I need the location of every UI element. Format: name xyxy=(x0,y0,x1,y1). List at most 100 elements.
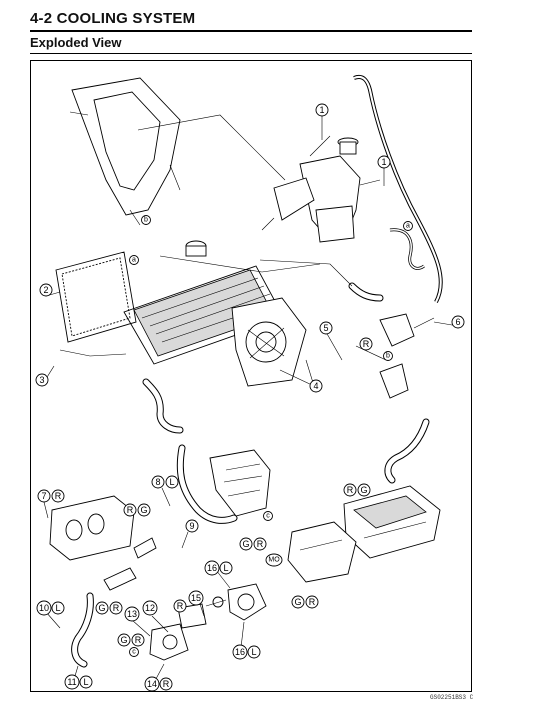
marker-MO: MO xyxy=(265,553,283,567)
marker-G-1: G xyxy=(137,503,151,517)
svg-text:1: 1 xyxy=(381,157,386,167)
svg-text:L: L xyxy=(55,603,60,613)
svg-text:1: 1 xyxy=(319,105,324,115)
marker-c2: c xyxy=(129,647,139,657)
svg-text:G: G xyxy=(120,635,127,645)
svg-text:L: L xyxy=(223,563,228,573)
svg-text:16: 16 xyxy=(235,647,245,657)
callout-11: 11 xyxy=(64,674,80,690)
callout-15: 15 xyxy=(188,590,204,606)
svg-text:G: G xyxy=(294,597,301,607)
callout-3: 3 xyxy=(35,373,49,387)
lower-radiator-hose xyxy=(142,378,184,434)
svg-text:G: G xyxy=(140,505,147,515)
svg-text:b: b xyxy=(386,353,390,360)
marker-a2: a xyxy=(403,221,413,231)
marker-L-4: L xyxy=(79,675,93,689)
svg-text:12: 12 xyxy=(145,603,155,613)
callout-12: 12 xyxy=(142,600,158,616)
marker-L-1: L xyxy=(165,475,179,489)
svg-text:R: R xyxy=(177,601,184,611)
svg-text:13: 13 xyxy=(127,609,137,619)
svg-text:R: R xyxy=(55,491,62,501)
svg-text:9: 9 xyxy=(189,521,194,531)
coolant-pipe-part xyxy=(103,537,157,591)
water-pump-part xyxy=(149,583,267,661)
svg-text:11: 11 xyxy=(67,677,76,687)
marker-R-8: R xyxy=(131,633,145,647)
marker-a1: a xyxy=(129,255,139,265)
crankcase-part xyxy=(287,521,357,583)
exploded-view-diagram: 1 1 2 3 4 5 6 7 8 9 10 11 12 13 14 15 16… xyxy=(35,75,465,692)
marker-R-7: R xyxy=(109,601,123,615)
callout-16b: 16 xyxy=(232,644,248,660)
marker-G-5: G xyxy=(95,601,109,615)
marker-b2: b xyxy=(383,351,393,361)
callout-16a: 16 xyxy=(204,560,220,576)
figure-code: GS02251BS3 C xyxy=(430,694,474,701)
marker-b1: b xyxy=(141,215,151,225)
svg-text:R: R xyxy=(257,539,264,549)
callout-10: 10 xyxy=(36,600,52,616)
svg-text:MO: MO xyxy=(268,557,280,564)
marker-c1: c xyxy=(263,511,273,521)
marker-G-6: G xyxy=(117,633,131,647)
marker-R-1: R xyxy=(51,489,65,503)
svg-text:R: R xyxy=(135,635,142,645)
callout-7: 7 xyxy=(37,489,51,503)
marker-L-3: L xyxy=(51,601,65,615)
callout-8: 8 xyxy=(151,475,165,489)
svg-text:R: R xyxy=(363,339,370,349)
svg-text:L: L xyxy=(251,647,256,657)
figure-frame xyxy=(30,60,472,692)
marker-R-4: R xyxy=(343,483,357,497)
svg-text:c: c xyxy=(132,649,136,656)
svg-text:R: R xyxy=(309,597,316,607)
right-hose xyxy=(384,418,430,484)
svg-text:G: G xyxy=(360,485,367,495)
marker-G-4: G xyxy=(291,595,305,609)
svg-text:c: c xyxy=(266,513,270,520)
marker-R-5: R xyxy=(253,537,267,551)
callout-14: 14 xyxy=(144,676,160,692)
svg-text:a: a xyxy=(406,223,410,230)
svg-text:2: 2 xyxy=(43,285,48,295)
svg-text:L: L xyxy=(169,477,174,487)
section-title: Exploded View xyxy=(30,35,122,50)
callout-13: 13 xyxy=(124,606,140,622)
svg-text:L: L xyxy=(83,677,88,687)
section-rule xyxy=(30,53,472,54)
callout-1a: 1 xyxy=(315,103,329,117)
svg-text:R: R xyxy=(127,505,134,515)
svg-text:G: G xyxy=(242,539,249,549)
svg-text:3: 3 xyxy=(39,375,44,385)
engine-side-cover-part xyxy=(209,449,271,517)
svg-text:8: 8 xyxy=(155,477,160,487)
callout-1b: 1 xyxy=(377,155,391,169)
marker-R-6: R xyxy=(305,595,319,609)
svg-text:R: R xyxy=(347,485,354,495)
cylinder-block-part xyxy=(49,495,135,561)
svg-text:R: R xyxy=(163,679,170,689)
callout-2: 2 xyxy=(39,283,53,297)
reservoir-tank-part xyxy=(261,135,381,243)
thermostat-housing-part xyxy=(355,313,435,399)
marker-R-3: R xyxy=(123,503,137,517)
fan-part xyxy=(231,297,307,387)
marker-L-5: L xyxy=(247,645,261,659)
svg-text:14: 14 xyxy=(147,679,157,689)
marker-G-3: G xyxy=(239,537,253,551)
leader-lines xyxy=(43,116,459,691)
callout-9: 9 xyxy=(185,519,199,533)
callout-5: 5 xyxy=(319,321,333,335)
frame-part xyxy=(69,77,286,226)
marker-G-2: G xyxy=(357,483,371,497)
marker-R-9: R xyxy=(173,599,187,613)
radiator-part xyxy=(55,240,321,365)
callout-6: 6 xyxy=(451,315,465,329)
title-rule xyxy=(30,30,472,32)
svg-text:b: b xyxy=(144,217,148,224)
svg-text:16: 16 xyxy=(207,563,217,573)
svg-text:R: R xyxy=(113,603,120,613)
upper-hose xyxy=(259,259,384,302)
